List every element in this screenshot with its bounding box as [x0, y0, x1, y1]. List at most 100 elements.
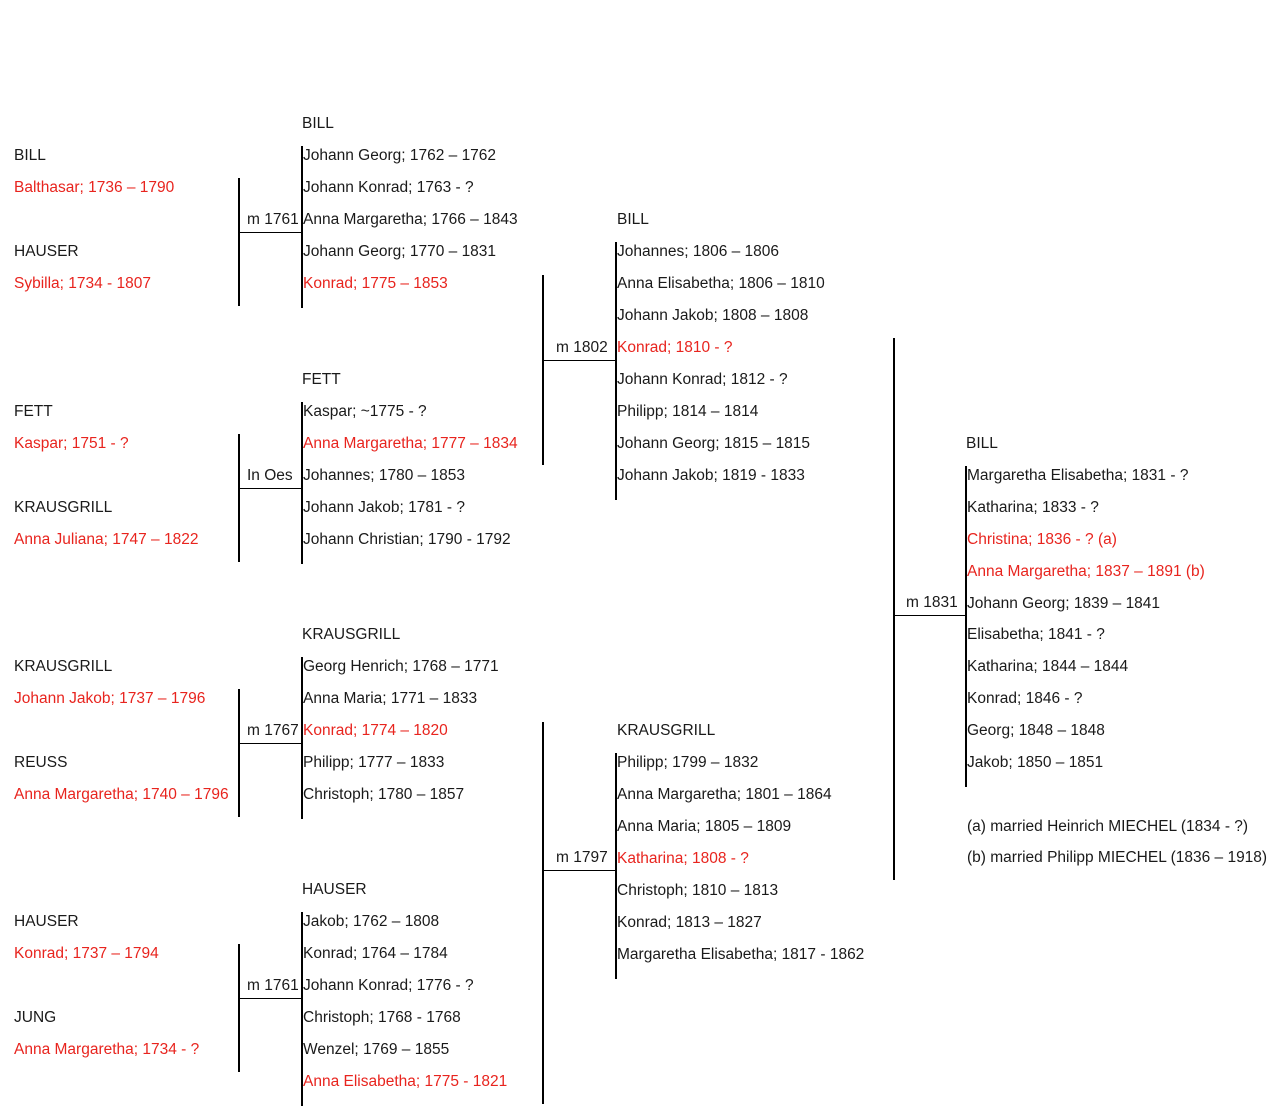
child-entry: Konrad; 1810 - ?: [617, 339, 733, 356]
child-entry: Johann Georg; 1839 – 1841: [967, 594, 1161, 612]
marriage-connector: [239, 488, 301, 489]
mother-family-name: KRAUSGRILL: [14, 499, 113, 516]
child-entry: Johann Christian; 1790 - 1792: [303, 531, 511, 548]
marriage-connector: [239, 743, 301, 744]
child-entry: Philipp; 1799 – 1832: [617, 754, 759, 771]
child-entry: Anna Maria; 1805 – 1809: [617, 818, 792, 835]
child-entry: Johann Jakob; 1819 - 1833: [617, 467, 805, 484]
child-entry: Johann Konrad; 1776 - ?: [303, 977, 474, 994]
child-entry: Katharina; 1808 - ?: [617, 850, 749, 867]
father-name: Johann Jakob; 1737 – 1796: [14, 690, 206, 707]
mother-name: Anna Margaretha; 1740 – 1796: [14, 786, 229, 803]
family-name: KRAUSGRILL: [302, 626, 401, 643]
child-entry: Anna Margaretha; 1777 – 1834: [303, 435, 518, 452]
child-entry: Anna Elisabetha; 1806 – 1810: [617, 275, 825, 292]
child-entry: Anna Maria; 1771 – 1833: [303, 690, 478, 707]
child-entry: Philipp; 1777 – 1833: [303, 754, 445, 771]
father-family-name: HAUSER: [14, 913, 79, 930]
sibling-line: [301, 912, 303, 1106]
mother-family-name: JUNG: [14, 1009, 57, 1026]
child-entry: Jakob; 1850 – 1851: [967, 754, 1104, 771]
marriage-bracket: [238, 178, 240, 306]
child-entry: Georg Henrich; 1768 – 1771: [303, 658, 499, 675]
child-entry: Johann Jakob; 1781 - ?: [303, 499, 466, 516]
sibling-line: [301, 402, 303, 564]
father-name: Kaspar; 1751 - ?: [14, 435, 129, 452]
mother-name: Anna Juliana; 1747 – 1822: [14, 531, 199, 548]
child-entry: Christina; 1836 - ? (a): [967, 530, 1117, 548]
child-entry: Konrad; 1846 - ?: [967, 690, 1083, 708]
child-entry: Philipp; 1814 – 1814: [617, 403, 759, 420]
father-family-name: FETT: [14, 403, 53, 420]
marriage-label: m 1802: [556, 339, 608, 356]
sibling-line: [965, 466, 967, 787]
mother-name: Anna Margaretha; 1734 - ?: [14, 1041, 200, 1058]
marriage-connector: [239, 232, 301, 233]
child-entry: Johann Georg; 1762 – 1762: [303, 147, 497, 164]
child-entry: Anna Margaretha; 1837 – 1891 (b): [967, 562, 1205, 580]
marriage-connector: [239, 998, 301, 999]
family-name: HAUSER: [302, 881, 367, 898]
marriage-label: m 1761: [247, 211, 299, 228]
child-entry: Johann Georg; 1815 – 1815: [617, 435, 811, 452]
family-name: BILL: [966, 435, 998, 452]
mother-name: Sybilla; 1734 - 1807: [14, 275, 152, 292]
father-family-name: KRAUSGRILL: [14, 658, 113, 675]
child-entry: Anna Margaretha; 1801 – 1864: [617, 786, 832, 803]
marriage-label: m 1767: [247, 722, 299, 739]
child-entry: Christoph; 1768 - 1768: [303, 1009, 461, 1026]
father-name: Balthasar; 1736 – 1790: [14, 179, 175, 196]
father-family-name: BILL: [14, 147, 46, 164]
child-entry: Wenzel; 1769 – 1855: [303, 1041, 450, 1058]
child-entry: Johann Jakob; 1808 – 1808: [617, 307, 809, 324]
marriage-connector: [894, 615, 966, 616]
child-entry: Katharina; 1833 - ?: [967, 498, 1099, 516]
marriage-bracket: [238, 689, 240, 817]
marriage-label: m 1761: [247, 977, 299, 994]
family-name: BILL: [617, 211, 649, 228]
child-entry: Johann Konrad; 1763 - ?: [303, 179, 474, 196]
child-entry: Johann Georg; 1770 – 1831: [303, 243, 497, 260]
mother-family-name: HAUSER: [14, 243, 79, 260]
child-entry: Katharina; 1844 – 1844: [967, 658, 1129, 676]
child-entry: Margaretha Elisabetha; 1831 - ?: [967, 466, 1189, 484]
marriage-bracket: [542, 275, 544, 465]
child-entry: Anna Elisabetha; 1775 - 1821: [303, 1073, 508, 1090]
sibling-line: [301, 657, 303, 819]
family-name: FETT: [302, 371, 341, 388]
child-entry: Christoph; 1810 – 1813: [617, 882, 779, 899]
child-entry: Anna Margaretha; 1766 – 1843: [303, 211, 518, 228]
child-entry: Johannes; 1780 – 1853: [303, 467, 466, 484]
child-entry: Johann Konrad; 1812 - ?: [617, 371, 788, 388]
footnote: (a) married Heinrich MIECHEL (1834 - ?): [967, 818, 1249, 835]
marriage-label: m 1831: [906, 594, 958, 611]
mother-family-name: REUSS: [14, 754, 68, 771]
family-name: KRAUSGRILL: [617, 722, 716, 739]
marriage-bracket: [238, 434, 240, 562]
family-name: BILL: [302, 115, 334, 132]
marriage-connector: [543, 360, 616, 361]
footnote: (b) married Philipp MIECHEL (1836 – 1918…: [967, 849, 1267, 866]
child-entry: Jakob; 1762 – 1808: [303, 913, 440, 930]
father-name: Konrad; 1737 – 1794: [14, 945, 159, 962]
child-entry: Elisabetha; 1841 - ?: [967, 626, 1105, 644]
child-entry: Kaspar; ~1775 - ?: [303, 403, 427, 420]
child-entry: Margaretha Elisabetha; 1817 - 1862: [617, 946, 865, 963]
child-entry: Konrad; 1764 – 1784: [303, 945, 448, 962]
marriage-label: m 1797: [556, 849, 608, 866]
sibling-line: [615, 242, 617, 500]
sibling-line: [615, 753, 617, 979]
marriage-bracket: [893, 338, 895, 880]
child-entry: Johannes; 1806 – 1806: [617, 243, 780, 260]
sibling-line: [301, 146, 303, 308]
child-entry: Christoph; 1780 – 1857: [303, 786, 465, 803]
marriage-label: In Oes: [247, 467, 293, 484]
child-entry: Konrad; 1813 – 1827: [617, 914, 762, 931]
child-entry: Konrad; 1775 – 1853: [303, 275, 448, 292]
marriage-connector: [543, 870, 616, 871]
child-entry: Konrad; 1774 – 1820: [303, 722, 448, 739]
marriage-bracket: [542, 722, 544, 1104]
marriage-bracket: [238, 944, 240, 1072]
child-entry: Georg; 1848 – 1848: [967, 722, 1105, 740]
